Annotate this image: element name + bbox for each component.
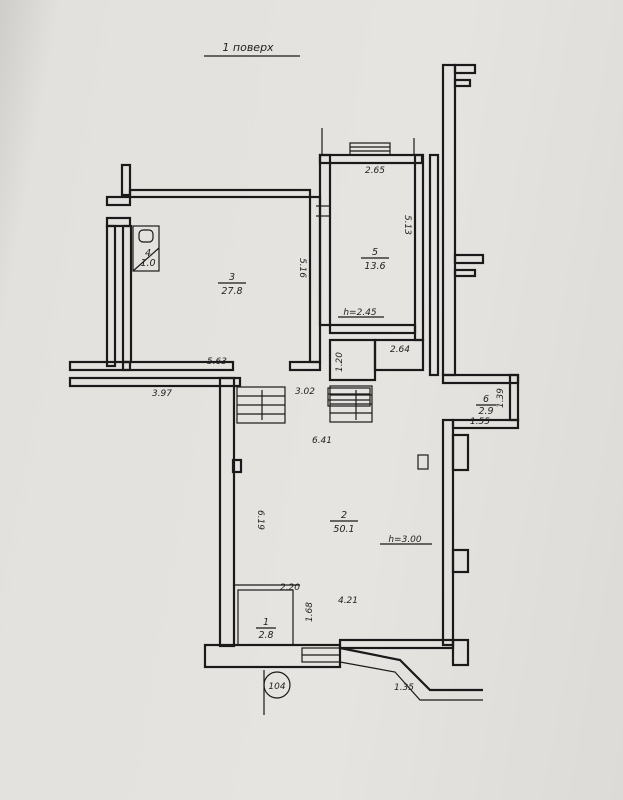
room-4-wc [132,225,160,272]
corridor-walls [428,63,485,377]
dim-155: 1.55 [470,417,490,427]
service-room-walls [327,338,425,407]
dim-421: 4.21 [338,596,358,606]
building-number-marker: 104 [263,670,291,715]
room-2-number: 2 [341,510,347,521]
dim-397: 3.97 [152,389,172,399]
room-3-area: 27.8 [221,286,242,297]
room-4-area: 1.0 [140,258,155,269]
dim-641: 6.41 [312,436,332,446]
stairs [236,385,373,424]
dim-516: 5.16 [297,258,307,278]
dim-619: 6.19 [255,510,265,530]
dimension-labels: 2.65 5.13 5.16 5.63 3.97 3.02 1.20 2.64 … [152,166,506,693]
room-4-number: 4 [145,248,151,259]
room-5-walls [318,128,425,342]
dim-168: 1.68 [305,602,315,622]
room-labels: 3 27.8 4 1.0 5 13.6 2 50.1 1 2.8 6 2.9 h… [140,247,496,641]
room-5-area: 13.6 [364,261,385,272]
plan-title: 1 поверх [222,41,274,54]
room-3-number: 3 [229,272,235,283]
room-2-walls [68,373,520,701]
room-1-area: 2.8 [258,630,273,641]
dim-265: 2.65 [365,166,385,176]
room-6-area: 2.9 [478,406,493,417]
room-1-number: 1 [263,617,269,628]
room-6-number: 6 [483,394,489,405]
dim-513: 5.13 [402,215,412,235]
dim-264: 2.64 [390,345,410,355]
room-5-number: 5 [372,247,378,258]
room-5-height: h=2.45 [343,308,377,318]
main-height: h=3.00 [388,535,422,545]
building-number: 104 [268,682,285,692]
dim-563: 5.63 [207,357,227,367]
room-2-area: 50.1 [333,524,354,535]
dim-302: 3.02 [295,387,315,397]
dim-220: 2.20 [280,583,300,593]
room-3-walls [68,163,330,372]
dim-120: 1.20 [335,352,345,372]
dim-139: 1.39 [496,388,506,408]
dim-135: 1.35 [394,683,414,693]
